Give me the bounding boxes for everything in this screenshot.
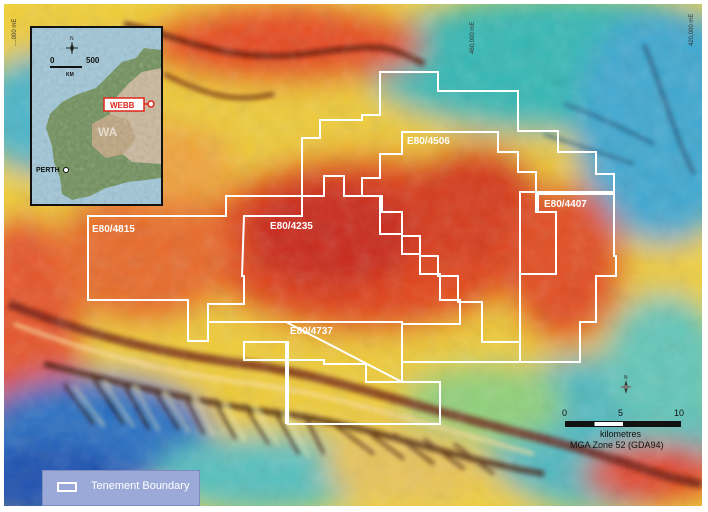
north-arrow-label: N: [624, 375, 628, 381]
scale-tick-5: 5: [618, 408, 624, 418]
tenement-e80-4506[interactable]: [361, 131, 557, 343]
inset-state-label: WA: [98, 125, 118, 139]
grid-label-center: 460,000 mE: [470, 22, 476, 54]
scale-unit-label: kilometres: [600, 429, 642, 439]
tenement-label-e80-4506: E80/4506: [407, 136, 450, 147]
scale-tick-0: 0: [562, 408, 568, 418]
scale-bar-graphic: [565, 421, 681, 427]
grid-label-right: 420,000 mE: [689, 14, 695, 46]
tenement-label-e80-4407: E80/4407: [544, 199, 587, 210]
inset-scale-value: 500: [86, 56, 100, 65]
city-marker-perth: [63, 167, 69, 173]
tenement-label-e80-4737: E80/4737: [290, 326, 333, 337]
north-arrow-icon: N: [620, 375, 632, 394]
tenement-e80-4407[interactable]: [519, 193, 617, 363]
tenement-e80-4235[interactable]: [207, 175, 461, 325]
project-location-marker: [147, 100, 155, 108]
inset-scale-unit: KM: [66, 72, 74, 78]
scale-tick-10: 10: [674, 408, 685, 418]
map-legend: Tenement Boundary: [42, 470, 200, 506]
city-label-perth: PERTH: [36, 167, 60, 174]
inset-scale-zero: 0: [50, 56, 55, 65]
projection-label: MGA Zone 52 (GDA94): [570, 440, 664, 450]
tenement-boundary-swatch: [57, 482, 77, 492]
scale-bar: 0 5 10 kilometres MGA Zone 52 (GDA94): [556, 408, 700, 468]
tenement-label-e80-4815: E80/4815: [92, 224, 135, 235]
inset-north-icon: [66, 42, 78, 54]
inset-map-svg: WA N 0 500 KM WEBB PERTH: [32, 28, 161, 204]
project-label: WEBB: [110, 101, 135, 110]
legend-label: Tenement Boundary: [91, 480, 190, 492]
inset-north-label: N: [70, 36, 74, 42]
location-inset-map: WA N 0 500 KM WEBB PERTH: [30, 26, 163, 206]
map-frame: ....000 mE 460,000 mE 420,000 mE E80/481…: [4, 4, 702, 506]
tenement-label-e80-4235: E80/4235: [270, 221, 313, 232]
grid-label-left: ....000 mE: [12, 19, 18, 46]
